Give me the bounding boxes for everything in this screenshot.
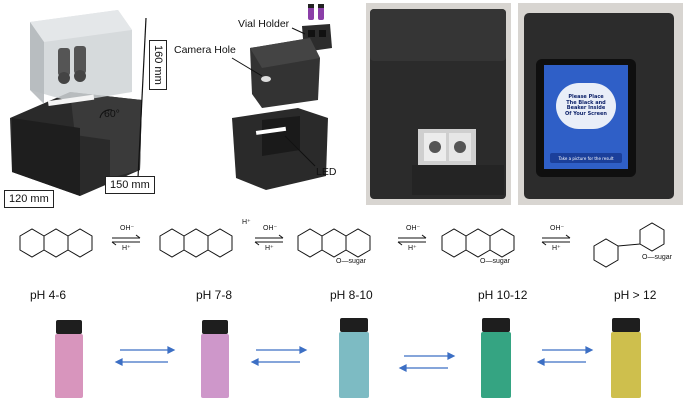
ph-label-3: pH 8-10 [330, 288, 373, 302]
vial-liquid [481, 332, 511, 398]
equilibrium-4-forward: OH⁻ [550, 225, 565, 232]
depth-dimension-label: 150 mm [105, 176, 155, 194]
sugar-label-3: O—sugar [336, 258, 366, 265]
width-dimension-label: 120 mm [4, 190, 54, 208]
vial-liquid [201, 334, 229, 398]
anthocyanin-structures-illustration [19, 222, 665, 268]
equilibrium-4-reverse: H⁺ [552, 245, 561, 252]
proton-label: H⁺ [242, 219, 251, 226]
vial-ph-4-6 [52, 320, 86, 400]
device-photo-phone: Please Place The Black and Beaker Inside… [518, 3, 683, 205]
device-render-illustration [10, 10, 147, 196]
equilibrium-1-reverse: H⁺ [122, 245, 131, 252]
chemical-structures-row: OH⁻ H⁺ OH⁻ H⁺ OH⁻ H⁺ OH⁻ H⁺ H⁺ O—sugar O… [0, 208, 685, 308]
sugar-label-5: O—sugar [642, 254, 672, 261]
vial-liquid [339, 332, 369, 398]
equilibrium-1-forward: OH⁻ [120, 225, 135, 232]
angle-label: 60° [104, 108, 120, 120]
device-photo-vials [366, 3, 511, 205]
ph-label-5: pH > 12 [614, 288, 657, 302]
vial-liquid [611, 332, 641, 398]
phone-screen: Please Place The Black and Beaker Inside… [544, 65, 628, 169]
equilibrium-2-forward: OH⁻ [263, 225, 278, 232]
phone-instruction-text: Please Place The Black and Beaker Inside… [565, 94, 607, 117]
device-exploded-illustration [231, 4, 332, 190]
ph-label-4: pH 10-12 [478, 288, 528, 302]
ph-label-1: pH 4-6 [30, 288, 67, 302]
equilibrium-3-reverse: H⁺ [408, 245, 417, 252]
phone-capture-button[interactable]: Take a picture for the result [550, 153, 622, 163]
phone-capture-button-label: Take a picture for the result [558, 155, 614, 161]
sugar-label-4: O—sugar [480, 258, 510, 265]
equilibrium-2-reverse: H⁺ [265, 245, 274, 252]
vial-ph-7-8 [198, 320, 232, 400]
vial-ph-8-10 [336, 318, 372, 400]
vial-ph-10-12 [478, 318, 514, 400]
vial-holder-callout: Vial Holder [238, 18, 290, 30]
camera-hole-callout: Camera Hole [174, 44, 236, 56]
vial-ph-above-12 [608, 318, 644, 400]
height-dimension-label: 160 mm [149, 40, 167, 90]
equilibrium-3-forward: OH⁻ [406, 225, 421, 232]
vial-transition-arrows [114, 346, 594, 372]
vials-row [0, 310, 685, 407]
led-callout: LED [316, 166, 337, 178]
vial-liquid [55, 334, 83, 398]
device-callout-panel: Vial Holder Camera Hole LED [170, 0, 355, 205]
phone-message-card: Please Place The Black and Beaker Inside… [556, 83, 616, 129]
ph-label-2: pH 7-8 [196, 288, 233, 302]
device-render-panel: 60° 160 mm 120 mm 150 mm [0, 0, 170, 208]
